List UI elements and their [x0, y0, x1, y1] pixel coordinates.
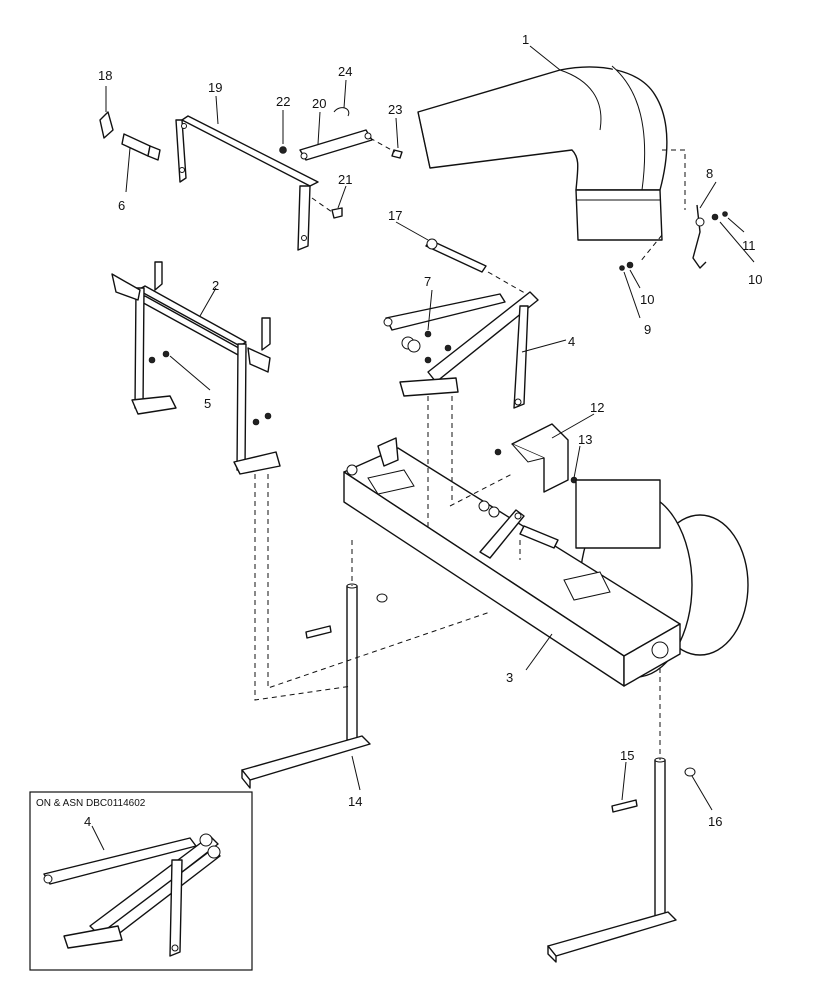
- part-7-bushing-b: [407, 339, 421, 353]
- callout-22: 22: [276, 94, 290, 109]
- part-12-guard: [511, 423, 569, 493]
- callout-21: 21: [338, 172, 352, 187]
- part-5-screw-d: [264, 412, 272, 420]
- part-10-washer: [711, 213, 719, 221]
- part-22-nut: [279, 146, 287, 154]
- callout-9: 9: [644, 322, 651, 337]
- part-6-stud: [121, 133, 161, 161]
- part-20-link: [299, 129, 373, 161]
- inset-part-4-arm: [43, 833, 221, 957]
- part-7-screw-b: [444, 344, 452, 352]
- part-15-pin-right: [611, 799, 638, 813]
- part-5-screw-c: [252, 418, 260, 426]
- part-13-screw-a: [494, 448, 502, 456]
- part-21-bolt: [331, 207, 343, 219]
- callout-18: 18: [98, 68, 112, 83]
- part-16-ring-right: [684, 767, 696, 777]
- part-11-screw: [722, 211, 728, 217]
- part-10-washer-lower: [626, 261, 634, 269]
- callout-3: 3: [506, 670, 513, 685]
- part-19-bracket: [175, 115, 319, 251]
- part-3-beam: [343, 437, 749, 687]
- part-18-knob: [99, 111, 114, 139]
- callout-13: 13: [578, 432, 592, 447]
- leader-lines: [105, 45, 755, 811]
- callout-19: 19: [208, 80, 222, 95]
- part-5-screw-b: [162, 350, 170, 358]
- part-14-leg: [241, 583, 371, 789]
- part-1-duct: [417, 65, 668, 241]
- part-7-screw: [424, 330, 432, 338]
- callout-2: 2: [212, 278, 219, 293]
- callout-24: 24: [338, 64, 352, 79]
- part-8-latch: [692, 204, 707, 269]
- part-9-screw: [619, 265, 625, 271]
- part-23-pin: [391, 149, 403, 159]
- callout-1: 1: [522, 32, 529, 47]
- callout-10-upper: 10: [748, 272, 762, 287]
- part-15-pin-left: [305, 625, 332, 639]
- callout-7: 7: [424, 274, 431, 289]
- callout-5: 5: [204, 396, 211, 411]
- callout-20: 20: [312, 96, 326, 111]
- callout-11: 11: [742, 238, 756, 253]
- callout-17: 17: [388, 208, 402, 223]
- part-17-pin: [425, 238, 487, 273]
- callout-4: 4: [568, 334, 575, 349]
- callout-8: 8: [706, 166, 713, 181]
- callout-23: 23: [388, 102, 402, 117]
- inset-callout-4: 4: [84, 814, 91, 829]
- part-24-clip: [333, 107, 350, 117]
- callout-14: 14: [348, 794, 362, 809]
- part-4-arm: [383, 291, 539, 409]
- callout-10-lower: 10: [640, 292, 654, 307]
- callout-16: 16: [708, 814, 722, 829]
- inset-panel: [29, 791, 253, 971]
- callout-15: 15: [620, 748, 634, 763]
- callout-12: 12: [590, 400, 604, 415]
- part-5-screw-a: [148, 356, 156, 364]
- part-7-screw-c: [424, 356, 432, 364]
- part-2-frame: [111, 261, 281, 475]
- part-leg-right: [547, 757, 677, 963]
- callout-6: 6: [118, 198, 125, 213]
- inset-title: ON & ASN DBC0114602: [36, 798, 146, 809]
- part-16-ring-left: [376, 593, 388, 603]
